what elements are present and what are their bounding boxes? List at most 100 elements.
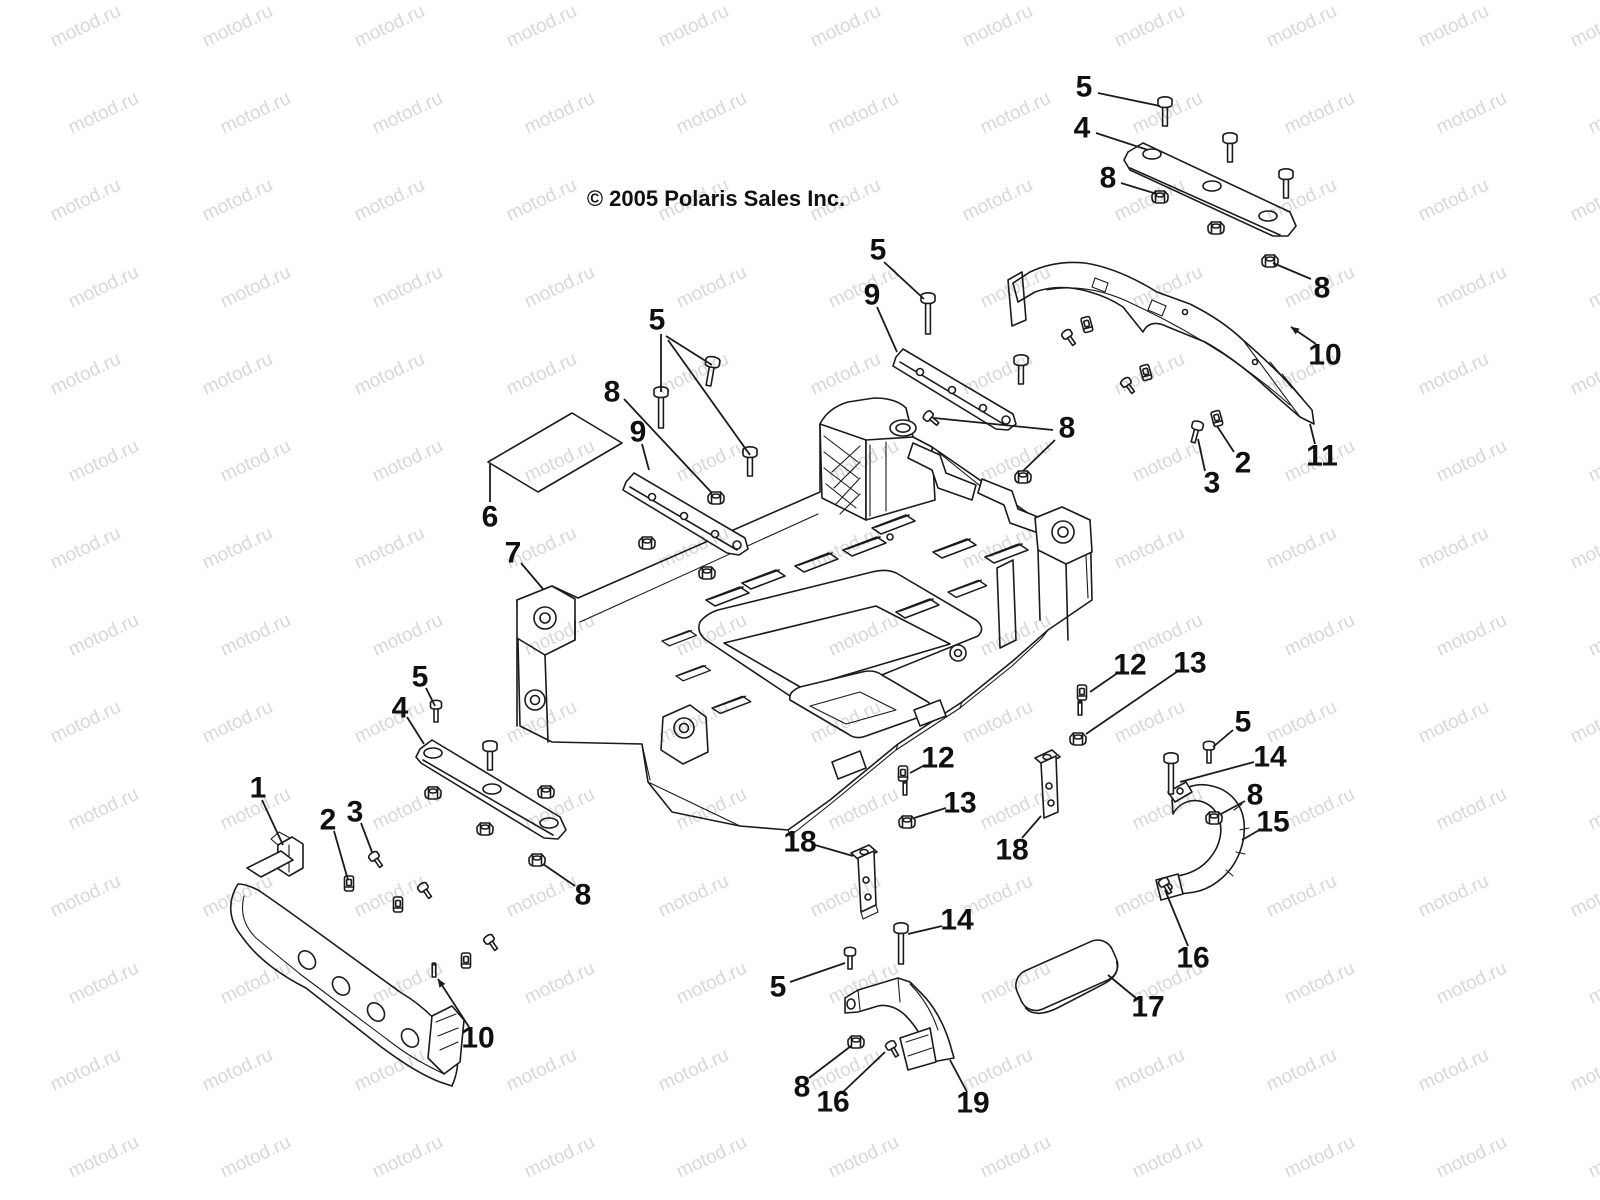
- leader-line: [261, 799, 284, 846]
- callout-number-2: 2: [1235, 447, 1252, 480]
- watermark-text: motod.ru: [1281, 958, 1358, 1009]
- watermark-text: motod.ru: [1567, 1, 1600, 52]
- leader-line: [1272, 262, 1312, 280]
- callout-number-1: 1: [250, 772, 267, 805]
- watermark-text: motod.ru: [199, 175, 276, 226]
- leader-line: [909, 764, 926, 774]
- strap-bracket: [907, 442, 977, 501]
- watermark-text: motod.ru: [47, 697, 124, 748]
- watermark-text: motod.ru: [217, 958, 294, 1009]
- watermark-text: motod.ru: [959, 697, 1036, 748]
- watermark-text: motod.ru: [1263, 1, 1340, 52]
- watermark-text: motod.ru: [503, 175, 580, 226]
- leader-line: [1241, 828, 1262, 841]
- part-4-bar-left: [415, 739, 567, 840]
- callout-number-6: 6: [482, 501, 499, 534]
- pin-icon: [1077, 700, 1083, 716]
- watermark-text: motod.ru: [1263, 175, 1340, 226]
- watermark-text: motod.ru: [47, 871, 124, 922]
- leader-line: [333, 830, 349, 881]
- nut-icon: [1207, 221, 1225, 235]
- watermark-text: motod.ru: [1433, 784, 1510, 835]
- watermark-text: motod.ru: [1263, 1045, 1340, 1096]
- callout-number-14: 14: [1253, 741, 1287, 774]
- leader-line: [913, 807, 947, 819]
- bolt-icon: [843, 946, 857, 970]
- nut-icon: [707, 491, 725, 505]
- watermark-text: motod.ru: [1585, 262, 1600, 313]
- nut-icon: [638, 536, 656, 550]
- watermark-text: motod.ru: [351, 697, 428, 748]
- leader-line: [1085, 670, 1179, 735]
- callout-number-5: 5: [1076, 71, 1093, 104]
- part-1-bumper: [229, 831, 465, 1087]
- watermark-text: motod.ru: [1567, 523, 1600, 574]
- watermark-text: motod.ru: [1281, 1132, 1358, 1183]
- watermark-text: motod.ru: [369, 1132, 446, 1183]
- watermark-text: motod.ru: [1281, 88, 1358, 139]
- watermark-text: motod.ru: [65, 88, 142, 139]
- watermark-text: motod.ru: [217, 1132, 294, 1183]
- callout-number-8: 8: [1100, 162, 1117, 195]
- bolt-icon: [893, 921, 909, 965]
- leader-line: [641, 443, 650, 471]
- watermark-text: motod.ru: [807, 349, 884, 400]
- leader-line: [542, 863, 576, 887]
- leader-line: [1097, 92, 1161, 107]
- part-10-11-corner-rail: [1007, 261, 1315, 425]
- part-18-bracket-right: [1034, 749, 1061, 819]
- leader-line: [1216, 425, 1235, 453]
- copyright-text: © 2005 Polaris Sales Inc.: [587, 186, 845, 211]
- watermark-text: motod.ru: [521, 1132, 598, 1183]
- watermark-text: motod.ru: [807, 1, 884, 52]
- clip-icon: [343, 875, 355, 892]
- watermark-text: motod.ru: [1415, 871, 1492, 922]
- watermark-text: motod.ru: [1567, 871, 1600, 922]
- watermark-text: motod.ru: [959, 175, 1036, 226]
- watermark-text: motod.ru: [1585, 1132, 1600, 1183]
- watermark-text: motod.ru: [217, 262, 294, 313]
- watermark-text: motod.ru: [1415, 349, 1492, 400]
- watermark-text: motod.ru: [1415, 1, 1492, 52]
- watermark-text: motod.ru: [1111, 175, 1188, 226]
- nut-icon: [1261, 254, 1279, 268]
- part-19-bracket: [844, 977, 955, 1071]
- leader-line: [814, 844, 854, 857]
- watermark-text: motod.ru: [369, 436, 446, 487]
- watermark-text: motod.ru: [1585, 610, 1600, 661]
- watermark-text: motod.ru: [217, 88, 294, 139]
- nut-icon: [898, 815, 916, 829]
- watermark-text: motod.ru: [807, 175, 884, 226]
- callout-number-12: 12: [921, 742, 954, 775]
- leader-line: [949, 1059, 968, 1093]
- callout-number-9: 9: [864, 279, 881, 312]
- callout-number-5: 5: [412, 661, 429, 694]
- watermark-text: motod.ru: [1433, 958, 1510, 1009]
- callout-number-8: 8: [575, 879, 592, 912]
- leader-line: [808, 1045, 852, 1079]
- watermark-text: motod.ru: [1281, 610, 1358, 661]
- callout-number-15: 15: [1256, 806, 1289, 839]
- leader-line: [907, 925, 943, 935]
- watermark-text: motod.ru: [199, 697, 276, 748]
- leader-line: [1120, 182, 1158, 195]
- callout-number-9: 9: [630, 416, 647, 449]
- watermark-text: motod.ru: [521, 88, 598, 139]
- watermark-text: motod.ru: [673, 958, 750, 1009]
- leader-line: [1197, 438, 1206, 472]
- watermark-text: motod.ru: [1567, 1045, 1600, 1096]
- part-6-decal: [487, 412, 623, 493]
- watermark-text: motod.ru: [959, 349, 1036, 400]
- watermark-text: motod.ru: [369, 88, 446, 139]
- leader-line: [1095, 132, 1149, 151]
- watermark-text: motod.ru: [977, 784, 1054, 835]
- nut-icon: [1205, 811, 1223, 825]
- part-9-support-lower: [622, 472, 749, 556]
- watermark-text: motod.ru: [673, 262, 750, 313]
- watermark-text: motod.ru: [1567, 697, 1600, 748]
- watermark-text: motod.ru: [369, 262, 446, 313]
- watermark-text: motod.ru: [351, 175, 428, 226]
- callout-number-4: 4: [392, 692, 409, 725]
- leader-line: [1089, 671, 1120, 693]
- watermark-text: motod.ru: [1281, 784, 1358, 835]
